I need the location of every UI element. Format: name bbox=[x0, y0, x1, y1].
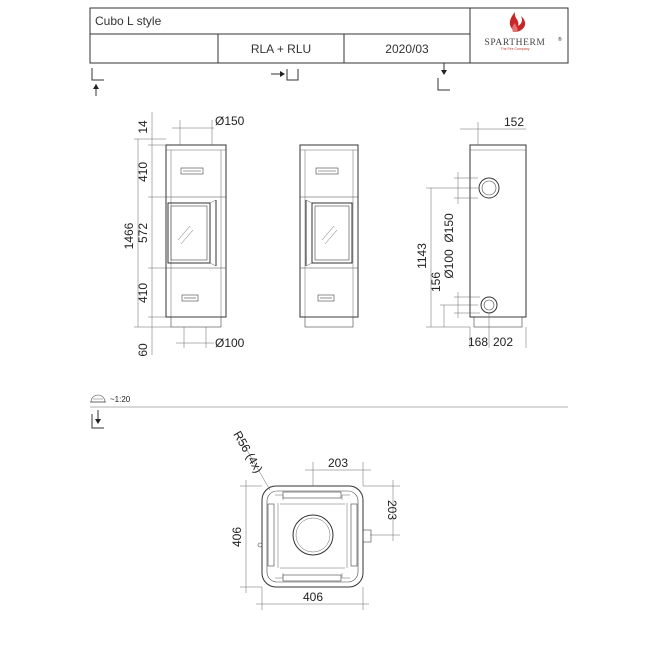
title-block: Cubo L style RLA + RLU 2020/03 bbox=[89, 7, 569, 64]
dim-flue-height: 1143 bbox=[415, 243, 429, 269]
dim-depth: 406 bbox=[230, 527, 244, 547]
rear-view bbox=[469, 144, 527, 328]
front-view-dimensions: 14 410 572 410 1466 60 Ø150 Ø100 bbox=[122, 112, 245, 357]
brand-name: SPARTHERM bbox=[485, 38, 546, 48]
top-view-dimensions: R56 (4x) 203 203 406 406 bbox=[230, 429, 400, 610]
revision-date: 2020/03 bbox=[385, 42, 429, 56]
rear-view-dimensions: 152 1143 Ø150 156 Ø100 168 202 bbox=[415, 115, 527, 349]
dim-air-bottom: Ø100 bbox=[215, 336, 245, 350]
dim-flue-offset: 152 bbox=[504, 115, 524, 129]
dim-half-depth: 203 bbox=[385, 500, 399, 520]
dim-flue-rear: Ø150 bbox=[442, 213, 456, 243]
dim-door-section: 572 bbox=[136, 223, 150, 243]
rear-view-symbol bbox=[437, 63, 450, 91]
scale-label: ~1:20 bbox=[110, 395, 131, 404]
dim-left-offset: 168 bbox=[468, 335, 488, 349]
side-view-symbol bbox=[271, 69, 299, 81]
dim-width: 406 bbox=[303, 590, 323, 604]
dim-right-offset: 202 bbox=[493, 335, 513, 349]
front-view-symbol bbox=[91, 68, 104, 96]
variant-label: RLA + RLU bbox=[251, 42, 311, 56]
dim-top-margin: 14 bbox=[136, 120, 150, 134]
dim-lower-section: 410 bbox=[136, 283, 150, 303]
scale-icon bbox=[90, 394, 106, 403]
top-view-symbol bbox=[91, 410, 104, 429]
top-view bbox=[257, 485, 372, 588]
dim-flue-top: Ø150 bbox=[215, 114, 245, 128]
spartherm-logo: SPARTHERM ® The Fire Company bbox=[485, 12, 562, 51]
brand-tagline: The Fire Company bbox=[501, 47, 530, 51]
dim-corner-radius: R56 (4x) bbox=[230, 429, 265, 476]
dim-air-rear: Ø100 bbox=[442, 249, 456, 279]
dim-half-width: 203 bbox=[328, 456, 348, 470]
dim-upper-section: 410 bbox=[136, 162, 150, 182]
product-name: Cubo L style bbox=[95, 14, 162, 28]
scale-indicator: ~1:20 bbox=[90, 394, 131, 404]
dim-plinth-height: 60 bbox=[136, 343, 150, 357]
front-view bbox=[165, 144, 227, 328]
dim-total-height: 1466 bbox=[122, 222, 136, 249]
registered-mark: ® bbox=[558, 36, 562, 43]
dim-air-height: 156 bbox=[429, 272, 443, 292]
side-view bbox=[299, 144, 359, 328]
